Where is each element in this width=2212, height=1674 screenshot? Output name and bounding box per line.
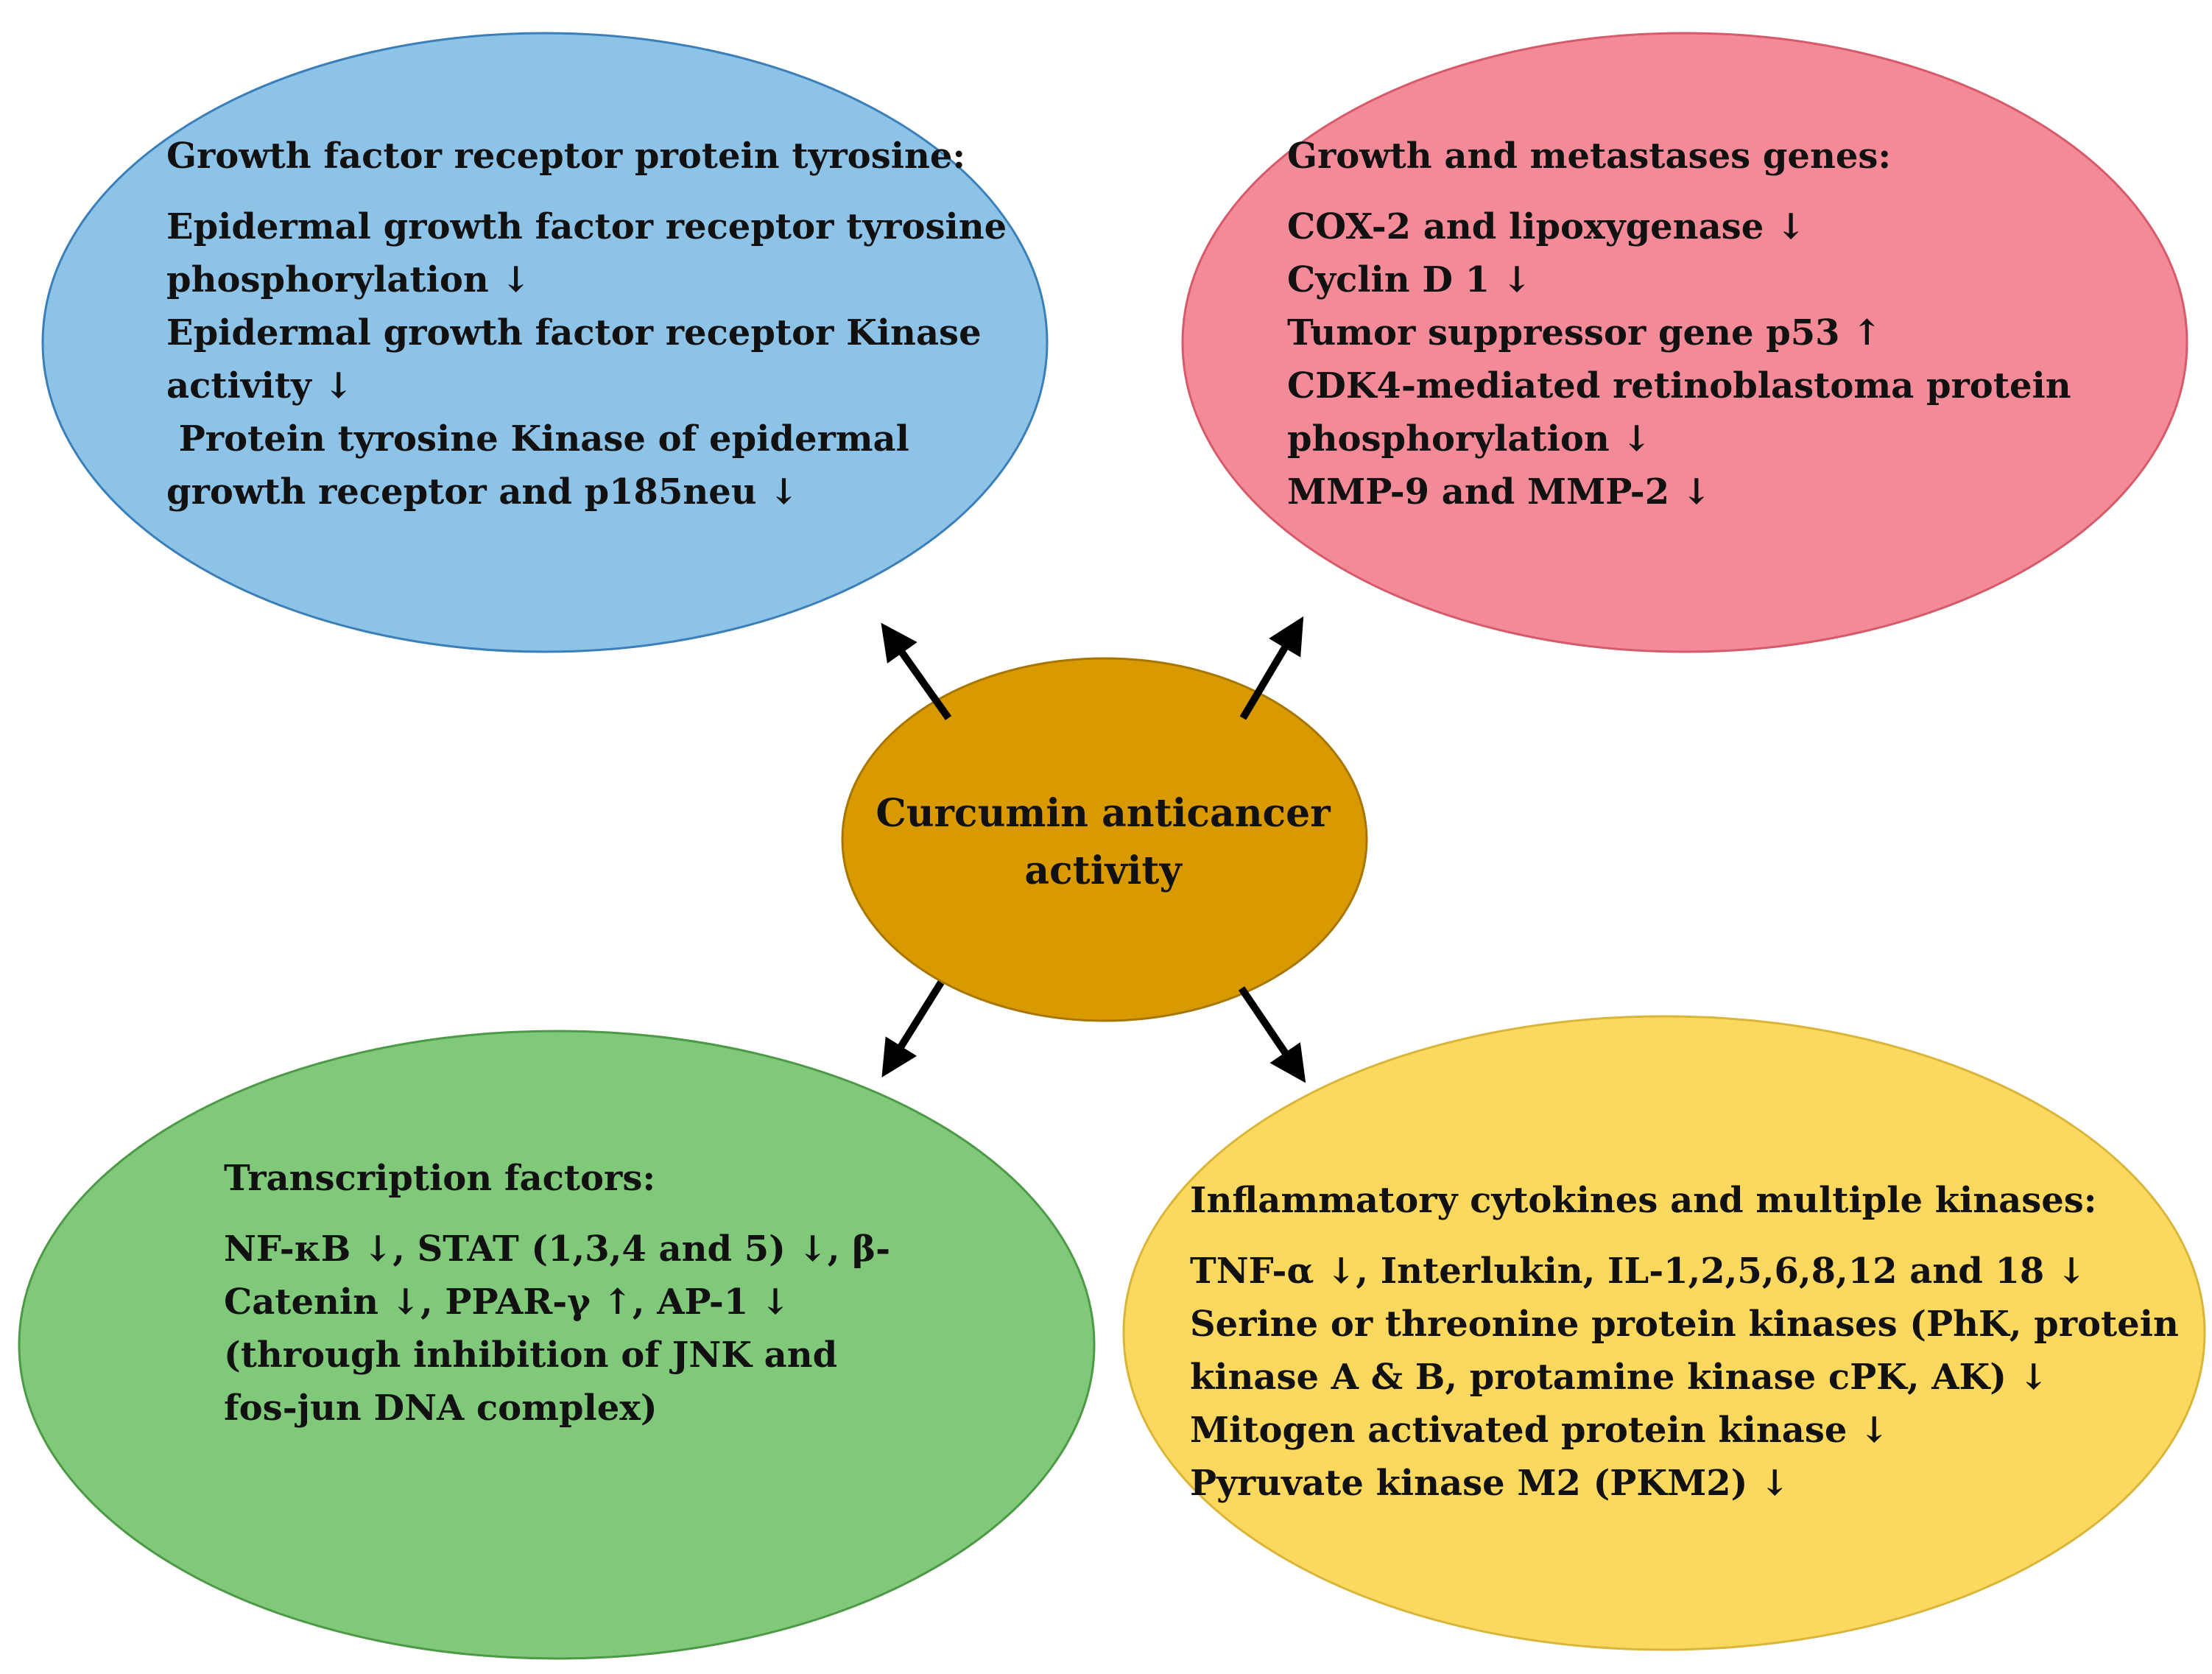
transcription-line: fos-jun DNA complex) [224,1388,658,1429]
center-node [841,657,1368,1022]
arrow-to-metastases [1239,616,1304,720]
transcription-factors-node [18,1030,1096,1660]
inflammatory-line: Mitogen activated protein kinase ↓ [1190,1410,1889,1451]
growth-factor-line: activity ↓ [166,365,353,407]
arrow-to-transcription [881,980,945,1077]
inflammatory-line: TNF-α ↓, Interlukin, IL-1,2,5,6,8,12 and… [1190,1251,2087,1292]
inflammatory-node [1122,1015,2206,1651]
inflammatory-line: Serine or threonine protein kinases (PhK… [1190,1304,2179,1345]
inflammatory-line: kinase A & B, protamine kinase cPK, AK) … [1190,1357,2049,1398]
metastases-line: Tumor suppressor gene p53 ↑ [1287,312,1882,354]
growth-factor-line: Epidermal growth factor receptor tyrosin… [166,206,1007,247]
growth-factor-title: Growth factor receptor protein tyrosine: [166,136,966,177]
metastases-text: Growth and metastases genes: COX-2 and l… [1287,130,2171,518]
inflammatory-title: Inflammatory cytokines and multiple kina… [1190,1180,2097,1221]
inflammatory-text: Inflammatory cytokines and multiple kina… [1190,1174,2191,1510]
growth-factor-text: Growth factor receptor protein tyrosine:… [166,130,1079,518]
growth-factor-node [41,32,1049,653]
center-label: Curcumin anticancer activity [845,785,1361,900]
growth-factor-line: Protein tyrosine Kinase of epidermal [166,418,909,460]
metastases-line: phosphorylation ↓ [1287,418,1652,460]
metastases-line: COX-2 and lipoxygenase ↓ [1287,206,1806,247]
growth-factor-line: Epidermal growth factor receptor Kinase [166,312,982,354]
transcription-line: NF-κB ↓, STAT (1,3,4 and 5) ↓, β- [224,1228,890,1270]
center-label-line: activity [1024,848,1182,893]
growth-factor-line: growth receptor and p185neu ↓ [166,471,799,513]
growth-factor-line: phosphorylation ↓ [166,259,531,300]
metastases-line: MMP-9 and MMP-2 ↓ [1287,471,1712,513]
transcription-text: Transcription factors: NF-κB ↓, STAT (1,… [224,1152,1078,1435]
metastases-line: CDK4-mediated retinoblastoma protein [1287,365,2071,407]
inflammatory-line: Pyruvate kinase M2 (PKM2) ↓ [1190,1463,1790,1504]
transcription-title: Transcription factors: [224,1158,656,1199]
transcription-line: (through inhibition of JNK and [224,1334,838,1376]
arrow-to-growth-factor [881,622,952,720]
arrow-to-inflammatory [1238,986,1306,1083]
center-label-line: Curcumin anticancer [876,791,1331,836]
metastases-line: Cyclin D 1 ↓ [1287,259,1532,300]
metastases-node [1181,32,2188,653]
metastases-title: Growth and metastases genes: [1287,136,1892,177]
transcription-line: Catenin ↓, PPAR-γ ↑, AP-1 ↓ [224,1281,791,1323]
